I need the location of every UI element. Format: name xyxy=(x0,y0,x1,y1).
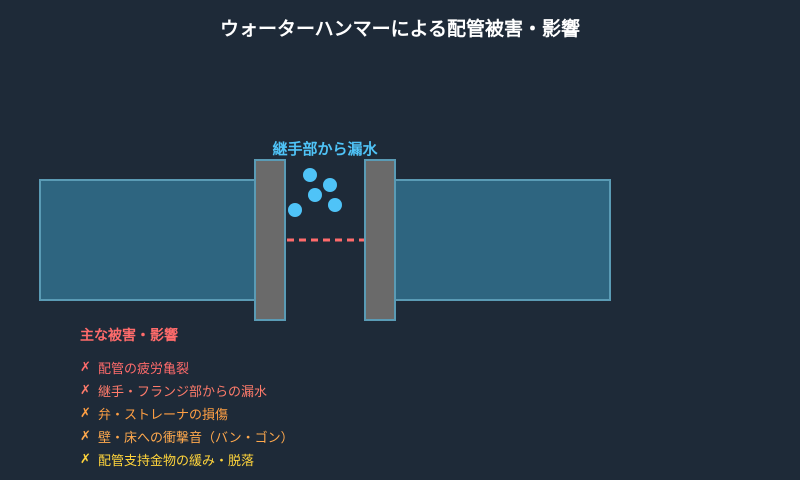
damage-title: 主な被害・影響 xyxy=(80,328,178,344)
water-drop-4 xyxy=(328,198,342,212)
damage-item-text: 壁・床への衝撃音（バン・ゴン） xyxy=(98,431,294,446)
right-flange xyxy=(364,159,396,321)
cross-mark-icon: ✗ xyxy=(80,452,91,467)
damage-item-text: 配管の疲労亀裂 xyxy=(98,362,190,377)
damage-item-text: 配管支持金物の緩み・脱落 xyxy=(98,454,255,469)
damage-item-text: 継手・フランジ部からの漏水 xyxy=(98,385,268,400)
cross-mark-icon: ✗ xyxy=(80,406,91,421)
leak-label: 継手部から漏水 xyxy=(272,140,378,158)
water-drop-5 xyxy=(288,203,302,217)
damage-item: ✗ 配管の疲労亀裂 xyxy=(80,356,294,379)
left-flange xyxy=(254,159,286,321)
damage-list: 主な被害・影響 ✗ 配管の疲労亀裂 ✗ 継手・フランジ部からの漏水 ✗ 弁・ストレーナの損… xyxy=(80,325,294,471)
damage-item: ✗ 継手・フランジ部からの漏水 xyxy=(80,379,294,402)
damage-item: ✗ 配管支持金物の緩み・脱落 xyxy=(80,448,294,471)
damage-item-text: 弁・ストレーナの損傷 xyxy=(98,408,229,423)
damage-item: ✗ 壁・床への衝撃音（バン・ゴン） xyxy=(80,425,294,448)
cross-mark-icon: ✗ xyxy=(80,360,91,375)
diagram-title: ウォーターハンマーによる配管被害・影響 xyxy=(219,18,581,40)
left-pipe xyxy=(39,179,259,301)
damage-item: ✗ 弁・ストレーナの損傷 xyxy=(80,402,294,425)
water-drop-1 xyxy=(303,168,317,182)
water-drop-3 xyxy=(308,188,322,202)
cross-mark-icon: ✗ xyxy=(80,383,91,398)
right-pipe xyxy=(391,179,611,301)
cross-mark-icon: ✗ xyxy=(80,429,91,444)
water-drop-2 xyxy=(323,178,337,192)
